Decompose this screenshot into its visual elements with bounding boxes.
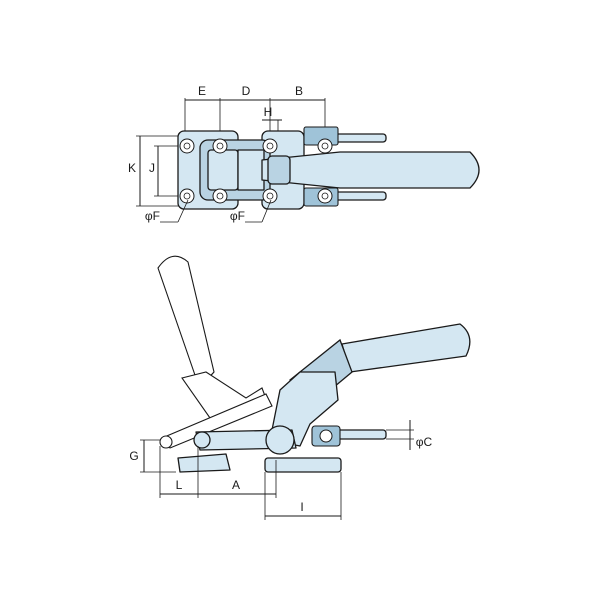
label-f-left: φF [145, 209, 160, 223]
label-f-right: φF [230, 209, 245, 223]
label-j: J [149, 161, 155, 175]
label-c: φC [416, 435, 433, 449]
label-k: K [128, 161, 136, 175]
label-i: I [300, 500, 303, 514]
label-b: B [295, 84, 303, 98]
label-a: A [232, 478, 240, 492]
label-l: L [176, 478, 183, 492]
label-g: G [129, 449, 138, 463]
side-view: G φC L A I [129, 255, 471, 520]
label-e: E [198, 84, 206, 98]
label-h: H [264, 105, 273, 119]
label-d: D [242, 84, 251, 98]
top-view: E D B H K J φF φF [128, 84, 480, 223]
